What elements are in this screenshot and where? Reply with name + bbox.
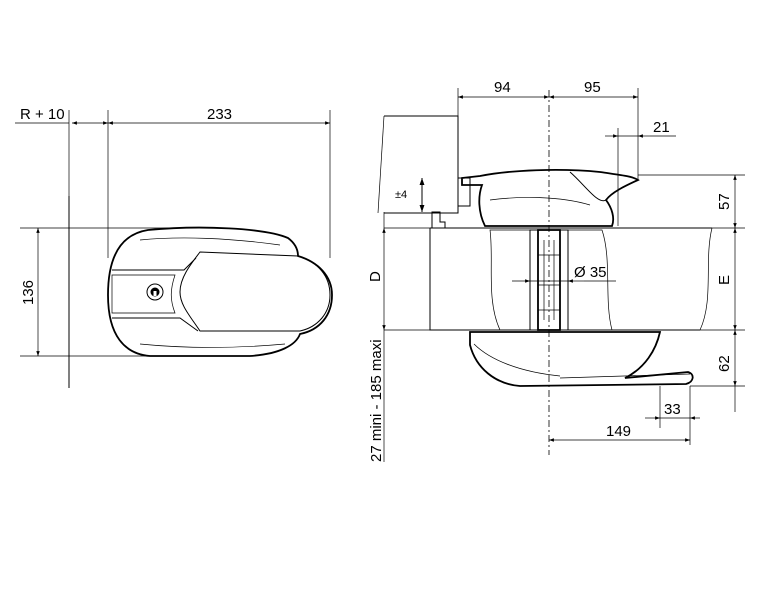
- dim-tolerance-label: ±4: [395, 189, 407, 201]
- body-contour-bottom: [139, 343, 286, 348]
- section-hatch-left: [489, 229, 531, 331]
- handle-inner-plate: [112, 257, 199, 332]
- body-contour-top: [139, 237, 281, 246]
- dim-21-label: 21: [653, 119, 670, 136]
- frame-break-line: [377, 115, 385, 214]
- dim-233-label: 233: [207, 106, 232, 123]
- outer-handle-connector: [457, 177, 471, 207]
- inner-handle-contour: [473, 343, 561, 377]
- lock-cylinder-icon: [146, 283, 164, 301]
- dim-33-label: 33: [664, 401, 681, 418]
- frame-ledge: [431, 211, 446, 229]
- dim-94-label: 94: [494, 79, 511, 96]
- spindle-outline: [537, 229, 561, 331]
- outer-handle-lever-curve: [569, 171, 607, 202]
- door-break-line: [699, 227, 713, 331]
- handle-body-outline: [107, 226, 333, 357]
- dim-57-label: 57: [716, 193, 733, 210]
- dim-136-label: 136: [20, 280, 37, 305]
- handle-lever-outline: [179, 251, 331, 332]
- right-side-view: ±4 94 95 21 57 E 62 D: [367, 79, 745, 462]
- dim-range-label: 27 mini - 185 maxi: [368, 339, 385, 462]
- dim-e-label: E: [716, 275, 733, 285]
- frame-block: [384, 115, 459, 214]
- left-top-view: R + 10 233 136: [15, 106, 333, 388]
- inner-handle-outline: [469, 331, 694, 387]
- dim-r-plus-label: R + 10: [20, 106, 65, 123]
- outer-handle-contour: [489, 197, 591, 206]
- dim-bore-label: Ø 35: [574, 264, 607, 281]
- inner-handle-lever-line: [559, 373, 691, 379]
- dim-149-label: 149: [606, 423, 631, 440]
- dim-d-label: D: [367, 271, 384, 282]
- outer-handle-outline: [461, 169, 640, 227]
- dim-62-label: 62: [716, 355, 733, 372]
- lock-plate: [111, 274, 176, 314]
- dim-95-label: 95: [584, 79, 601, 96]
- door-leaf-outline: [429, 227, 712, 331]
- section-hatch-right: [567, 229, 613, 331]
